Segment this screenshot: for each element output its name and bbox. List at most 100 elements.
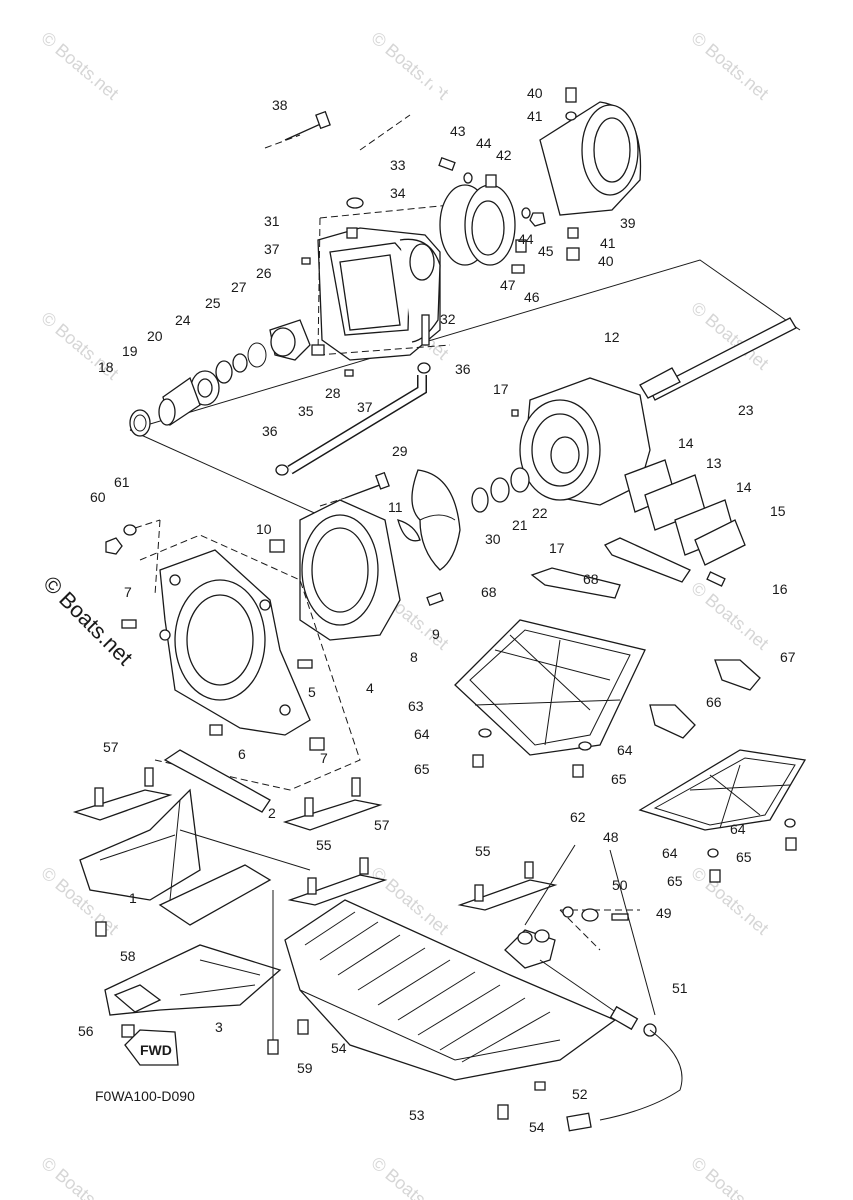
watermark-text: © Boats.net: [687, 863, 772, 939]
part-number: 64: [730, 821, 746, 837]
watermark-text: © Boats.net: [37, 1153, 122, 1200]
part-number: 41: [600, 235, 616, 251]
part-number: 51: [672, 980, 688, 996]
part-number: 57: [103, 739, 119, 755]
part-number: 23: [738, 402, 754, 418]
part-number: 41: [527, 108, 543, 124]
part-number: 10: [256, 521, 272, 537]
part-number: 9: [432, 626, 440, 642]
part-number: 6: [238, 746, 246, 762]
part-number: 53: [409, 1107, 425, 1123]
part-number: 36: [262, 423, 278, 439]
part-number: 48: [603, 829, 619, 845]
part-number: 35: [298, 403, 314, 419]
part-number: 46: [524, 289, 540, 305]
part-number: 30: [485, 531, 501, 547]
part-number: 64: [617, 742, 633, 758]
part-number: 28: [325, 385, 341, 401]
part-number: 18: [98, 359, 114, 375]
part-number: 64: [414, 726, 430, 742]
part-number: 7: [124, 584, 132, 600]
part-number: 64: [662, 845, 678, 861]
part-number: 15: [770, 503, 786, 519]
jet-pump-upper-assembly: [129, 70, 801, 641]
part-number: 2: [268, 805, 276, 821]
part-number: 52: [572, 1086, 588, 1102]
part-number: 4: [366, 680, 374, 696]
part-number: 19: [122, 343, 138, 359]
part-number: 31: [264, 213, 280, 229]
part-number-labels: 38 33 34 31 37 26 27 25 24 20 19 18 28 3…: [78, 85, 796, 1135]
part-number: 21: [512, 517, 528, 533]
watermark-text: © Boats.net: [687, 28, 772, 104]
duct-and-plates: [105, 519, 807, 883]
part-number: 24: [175, 312, 191, 328]
part-number: 37: [357, 399, 373, 415]
part-number: 20: [147, 328, 163, 344]
part-number: 55: [316, 837, 332, 853]
part-number: 16: [772, 581, 788, 597]
part-number: 38: [272, 97, 288, 113]
part-number: 7: [320, 750, 328, 766]
part-number: 56: [78, 1023, 94, 1039]
part-number: 68: [481, 584, 497, 600]
diagram-code: F0WA100-D090: [95, 1088, 195, 1104]
part-number: 50: [612, 877, 628, 893]
part-number: 17: [549, 540, 565, 556]
part-number: 60: [90, 489, 106, 505]
part-number: 59: [297, 1060, 313, 1076]
part-number: 8: [410, 649, 418, 665]
part-number: 40: [527, 85, 543, 101]
part-number: 3: [215, 1019, 223, 1035]
part-number: 58: [120, 948, 136, 964]
part-number: 65: [736, 849, 752, 865]
part-number: 62: [570, 809, 586, 825]
part-number: 67: [780, 649, 796, 665]
part-number: 13: [706, 455, 722, 471]
fwd-label: FWD: [140, 1042, 172, 1058]
part-number: 1: [129, 890, 137, 906]
part-number: 54: [331, 1040, 347, 1056]
part-number: 33: [390, 157, 406, 173]
watermark-text: © Boats.net: [367, 1153, 452, 1200]
part-number: 57: [374, 817, 390, 833]
part-number: 68: [583, 571, 599, 587]
watermark-text: © Boats.net: [37, 28, 122, 104]
part-number: 55: [475, 843, 491, 859]
part-number: 26: [256, 265, 272, 281]
part-number: 11: [388, 499, 403, 515]
part-number: 5: [308, 684, 316, 700]
part-number: 63: [408, 698, 424, 714]
part-number: 43: [450, 123, 466, 139]
part-number: 34: [390, 185, 406, 201]
part-number: 36: [455, 361, 471, 377]
part-number: 49: [656, 905, 672, 921]
part-number: 17: [493, 381, 509, 397]
part-number: 42: [496, 147, 512, 163]
part-number: 65: [611, 771, 627, 787]
watermark-text: © Boats.net: [367, 28, 452, 104]
lower-mount-assembly: FWD: [72, 749, 683, 1132]
part-number: 45: [538, 243, 554, 259]
part-number: 22: [532, 505, 548, 521]
fwd-arrow-icon: [124, 1029, 179, 1066]
part-number: 37: [264, 241, 280, 257]
watermark-text: © Boats.net: [687, 1153, 772, 1200]
part-number: 47: [500, 277, 516, 293]
part-number: 40: [598, 253, 614, 269]
watermark-text: © Boats.net: [687, 578, 772, 654]
part-number: 14: [736, 479, 752, 495]
part-number: 54: [529, 1119, 545, 1135]
part-number: 39: [620, 215, 636, 231]
part-number: 61: [114, 474, 130, 490]
part-number: 65: [414, 761, 430, 777]
part-number: 12: [604, 329, 620, 345]
part-number: 27: [231, 279, 247, 295]
part-number: 66: [706, 694, 722, 710]
part-number: 29: [392, 443, 408, 459]
part-number: 25: [205, 295, 221, 311]
part-number: 44: [476, 135, 492, 151]
part-number: 44: [518, 231, 534, 247]
part-number: 14: [678, 435, 694, 451]
